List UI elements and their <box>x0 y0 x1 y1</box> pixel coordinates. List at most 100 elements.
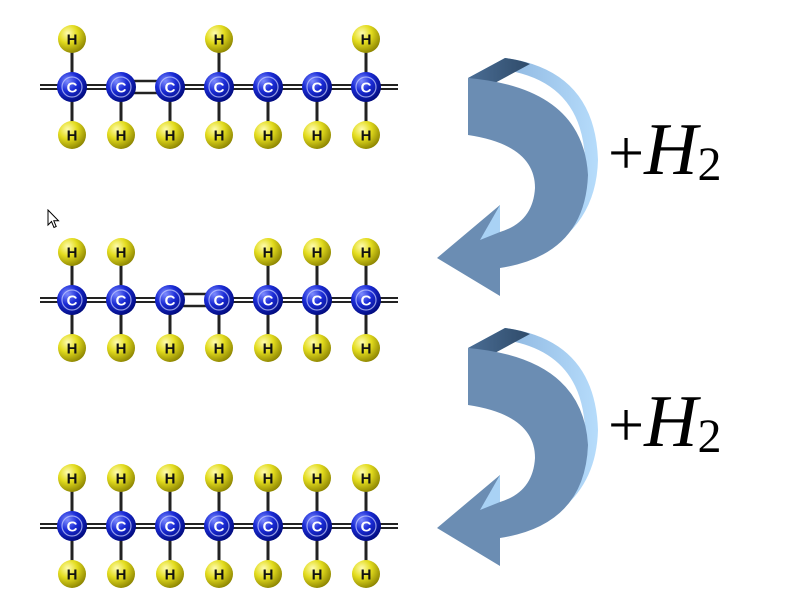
curved-arrow-icon <box>437 328 598 566</box>
carbon-ring <box>61 76 83 98</box>
carbon-atom: C <box>106 285 136 315</box>
hydrogen-label: H <box>312 128 323 145</box>
hydrogen-label: H <box>361 471 372 488</box>
hydrogen-atom: H <box>156 464 184 492</box>
hydrogen-sphere <box>303 238 331 266</box>
carbon-sphere <box>57 72 87 102</box>
hydrogen-label: H <box>67 567 78 584</box>
carbon-label: C <box>214 519 225 536</box>
carbon-ring <box>257 76 279 98</box>
carbon-atom: C <box>253 511 283 541</box>
hydrogen-label: H <box>214 567 225 584</box>
carbon-sphere <box>106 285 136 315</box>
hydrogen-label: H <box>116 245 127 262</box>
plus-sign: + <box>608 117 645 188</box>
hydrogen-sphere <box>107 334 135 362</box>
carbon-atom: C <box>351 511 381 541</box>
hydrogen-sphere <box>58 25 86 53</box>
hydrogen-atom: H <box>156 560 184 588</box>
hydrogen-symbol: H <box>644 381 698 463</box>
hydrogen-atom: H <box>352 25 380 53</box>
carbon-ring <box>306 515 328 537</box>
carbon-label: C <box>165 80 176 97</box>
hydrogen-atom: H <box>107 334 135 362</box>
hydrogen-atom: H <box>205 121 233 149</box>
carbon-label: C <box>214 80 225 97</box>
carbon-ring <box>306 76 328 98</box>
carbon-label: C <box>361 519 372 536</box>
hydrogen-label: H <box>67 128 78 145</box>
carbon-ring <box>306 289 328 311</box>
carbon-atom: C <box>204 72 234 102</box>
hydrogen-atom: H <box>107 464 135 492</box>
hydrogen-sphere <box>205 560 233 588</box>
hydrogen-label: H <box>361 128 372 145</box>
carbon-ring <box>159 76 181 98</box>
carbon-sphere <box>302 285 332 315</box>
hydrogen-sphere <box>352 121 380 149</box>
carbon-atom: C <box>57 72 87 102</box>
hydrogen-label: H <box>165 341 176 358</box>
hydrogen-sphere <box>205 25 233 53</box>
carbon-label: C <box>67 293 78 310</box>
hydrogen-label: H <box>263 245 274 262</box>
hydrogen-atom: H <box>303 334 331 362</box>
carbon-sphere <box>302 72 332 102</box>
hydrogen-label: H <box>214 341 225 358</box>
hydrogen-sphere <box>352 238 380 266</box>
carbon-atom: C <box>106 511 136 541</box>
hydrogen-label: H <box>361 567 372 584</box>
carbon-label: C <box>312 80 323 97</box>
hydrogen-sphere <box>303 560 331 588</box>
carbon-sphere <box>106 72 136 102</box>
carbon-ring <box>208 515 230 537</box>
carbon-ring <box>208 76 230 98</box>
hydrogen-label: H <box>361 32 372 49</box>
hydrogen-atom: H <box>58 121 86 149</box>
carbon-atom: C <box>155 511 185 541</box>
carbon-sphere <box>155 72 185 102</box>
carbon-label: C <box>116 80 127 97</box>
carbon-ring <box>110 76 132 98</box>
hydrogen-sphere <box>303 464 331 492</box>
carbon-sphere <box>351 511 381 541</box>
hydrogen-label: H <box>263 341 274 358</box>
hydrogen-atom: H <box>303 560 331 588</box>
carbon-ring <box>355 289 377 311</box>
hydrogen-sphere <box>107 560 135 588</box>
carbon-label: C <box>67 519 78 536</box>
carbon-atom: C <box>204 511 234 541</box>
reaction-product-1: +H2 <box>608 108 722 193</box>
reaction-product-2: +H2 <box>608 380 722 465</box>
hydrogen-sphere <box>156 121 184 149</box>
hydrogen-atom: H <box>156 334 184 362</box>
carbon-label: C <box>67 80 78 97</box>
carbon-label: C <box>263 80 274 97</box>
carbon-label: C <box>312 519 323 536</box>
carbon-atom: C <box>253 285 283 315</box>
hydrogen-atom: H <box>352 334 380 362</box>
hydrogen-atom: H <box>205 464 233 492</box>
hydrogen-sphere <box>303 121 331 149</box>
carbon-ring <box>257 289 279 311</box>
hydrogen-sphere <box>254 238 282 266</box>
carbon-label: C <box>263 519 274 536</box>
hydrogen-label: H <box>116 567 127 584</box>
subscript: 2 <box>697 138 722 191</box>
hydrogen-label: H <box>67 341 78 358</box>
hydrogen-sphere <box>107 121 135 149</box>
hydrogen-label: H <box>312 245 323 262</box>
carbon-atom: C <box>302 285 332 315</box>
hydrogen-label: H <box>312 471 323 488</box>
hydrogen-atom: H <box>58 334 86 362</box>
hydrogen-sphere <box>58 121 86 149</box>
carbon-sphere <box>204 72 234 102</box>
hydrogen-label: H <box>361 245 372 262</box>
hydrogen-atom: H <box>352 121 380 149</box>
carbon-sphere <box>302 511 332 541</box>
carbon-ring <box>208 289 230 311</box>
hydrogen-atom: H <box>254 334 282 362</box>
carbon-sphere <box>204 285 234 315</box>
carbon-sphere <box>204 511 234 541</box>
